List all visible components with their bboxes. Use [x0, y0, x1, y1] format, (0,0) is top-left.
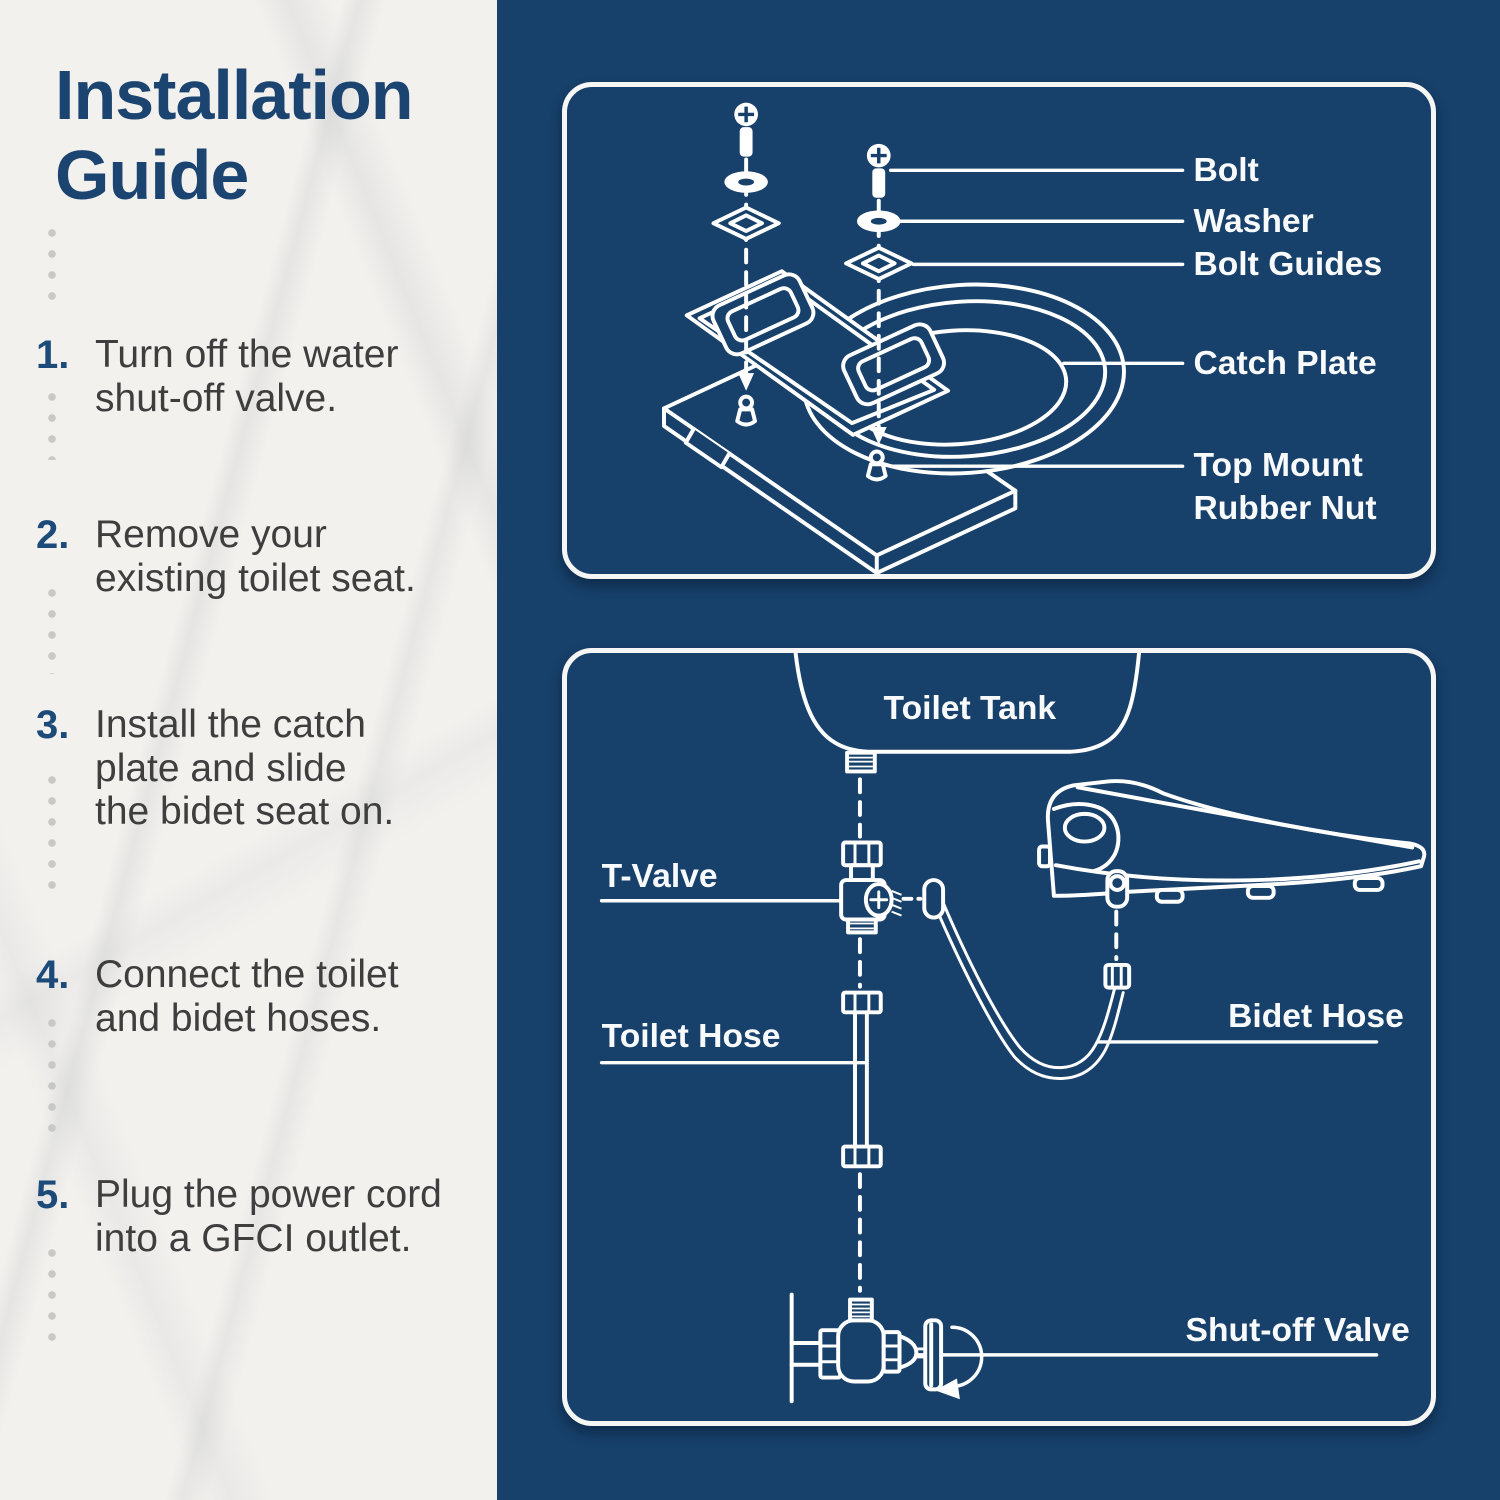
bidet-hose-connector-drawing [1103, 962, 1132, 990]
step-line: shut-off valve. [95, 376, 338, 420]
bidet-hose-drawing [932, 896, 1125, 1080]
bidet-seat-drawing [1037, 779, 1427, 904]
t-valve-drawing [839, 840, 903, 935]
plumbing-hookup-diagram: Toilet Tank [599, 653, 1427, 1404]
step-number: 4. [36, 953, 70, 997]
label-washer: Washer [1193, 203, 1313, 240]
dotted-divider [47, 392, 57, 460]
step-line: existing toilet seat. [95, 556, 416, 600]
step-line: plate and slide [95, 746, 347, 790]
rubber-nut-left-drawing [735, 394, 758, 427]
label-shut-off-valve: Shut-off Valve [1186, 1312, 1410, 1349]
dotted-divider [47, 228, 57, 312]
bolt-guide-left-drawing [711, 205, 781, 241]
dotted-divider [47, 1018, 57, 1144]
exploded-mounting-diagram-panel: Bolt Washer Bolt Guides Catch Plate Top … [562, 82, 1436, 579]
step-item-5: 5. Plug the power cord into a GFCI outle… [36, 1173, 488, 1260]
plumbing-hookup-diagram-panel: Toilet Tank [562, 648, 1436, 1426]
dotted-divider [47, 775, 57, 901]
washer-left-drawing [724, 171, 768, 193]
label-bidet-hose: Bidet Hose [1228, 998, 1404, 1035]
arrow-down-icon [870, 427, 887, 445]
dotted-divider [47, 588, 57, 674]
label-t-valve: T-Valve [602, 858, 718, 895]
step-number: 1. [36, 333, 70, 377]
toilet-hose-drawing [841, 990, 883, 1169]
step-line: into a GFCI outlet. [95, 1216, 412, 1260]
installation-sidebar: Installation Guide 1. Turn off the water… [0, 0, 497, 1500]
label-catch-plate: Catch Plate [1193, 345, 1376, 382]
step-line: the bidet seat on. [95, 790, 395, 833]
seat-water-inlet-drawing [1105, 869, 1130, 909]
t-valve-hose-connector-drawing [922, 878, 946, 920]
page-title: Installation Guide [55, 55, 413, 215]
label-top-mount-line2: Rubber Nut [1193, 490, 1376, 527]
label-bolt: Bolt [1193, 152, 1258, 189]
bolt-guide-right-drawing [844, 245, 914, 282]
rotate-arrow-icon [950, 1325, 984, 1389]
label-top-mount-line1: Top Mount [1193, 447, 1362, 484]
toilet-tank-drawing [793, 653, 1142, 754]
step-item-1: 1. Turn off the water shut-off valve. [36, 333, 488, 420]
label-toilet-hose: Toilet Hose [602, 1018, 781, 1055]
step-text: Plug the power cord into a GFCI outlet. [95, 1173, 488, 1260]
step-item-2: 2. Remove your existing toilet seat. [36, 513, 488, 600]
tank-nipple-drawing [845, 750, 877, 774]
step-item-3: 3. Install the catch plate and slide the… [36, 703, 488, 834]
step-text: Install the catch plate and slide the bi… [95, 703, 488, 834]
rubber-nut-right-drawing [865, 449, 888, 482]
label-toilet-tank: Toilet Tank [884, 690, 1057, 727]
shut-off-valve-drawing [789, 1292, 984, 1404]
step-text: Connect the toilet and bidet hoses. [95, 953, 488, 1040]
step-line: and bidet hoses. [95, 996, 382, 1040]
step-text: Turn off the water shut-off valve. [95, 333, 488, 420]
page-title-line2: Guide [55, 136, 249, 214]
step-line: Install the catch [95, 703, 366, 746]
step-number: 3. [36, 703, 70, 747]
arrow-down-icon [738, 373, 755, 391]
exploded-mounting-diagram: Bolt Washer Bolt Guides Catch Plate Top … [662, 102, 1382, 574]
rotate-arrowhead-icon [935, 1378, 960, 1400]
step-number: 5. [36, 1173, 70, 1217]
step-item-4: 4. Connect the toilet and bidet hoses. [36, 953, 488, 1040]
catch-plate-drawing [684, 269, 951, 437]
step-line: Plug the power cord [95, 1173, 442, 1216]
page-title-line1: Installation [55, 56, 413, 134]
label-bolt-guides: Bolt Guides [1193, 246, 1382, 283]
step-line: Remove your [95, 513, 327, 556]
bolt-right-drawing [866, 143, 891, 198]
step-number: 2. [36, 513, 70, 557]
washer-right-drawing [856, 210, 901, 233]
step-text: Remove your existing toilet seat. [95, 513, 488, 600]
dotted-divider [47, 1248, 57, 1354]
step-line: Connect the toilet [95, 953, 399, 996]
step-line: Turn off the water [95, 333, 399, 376]
bolt-left-drawing [734, 102, 759, 157]
